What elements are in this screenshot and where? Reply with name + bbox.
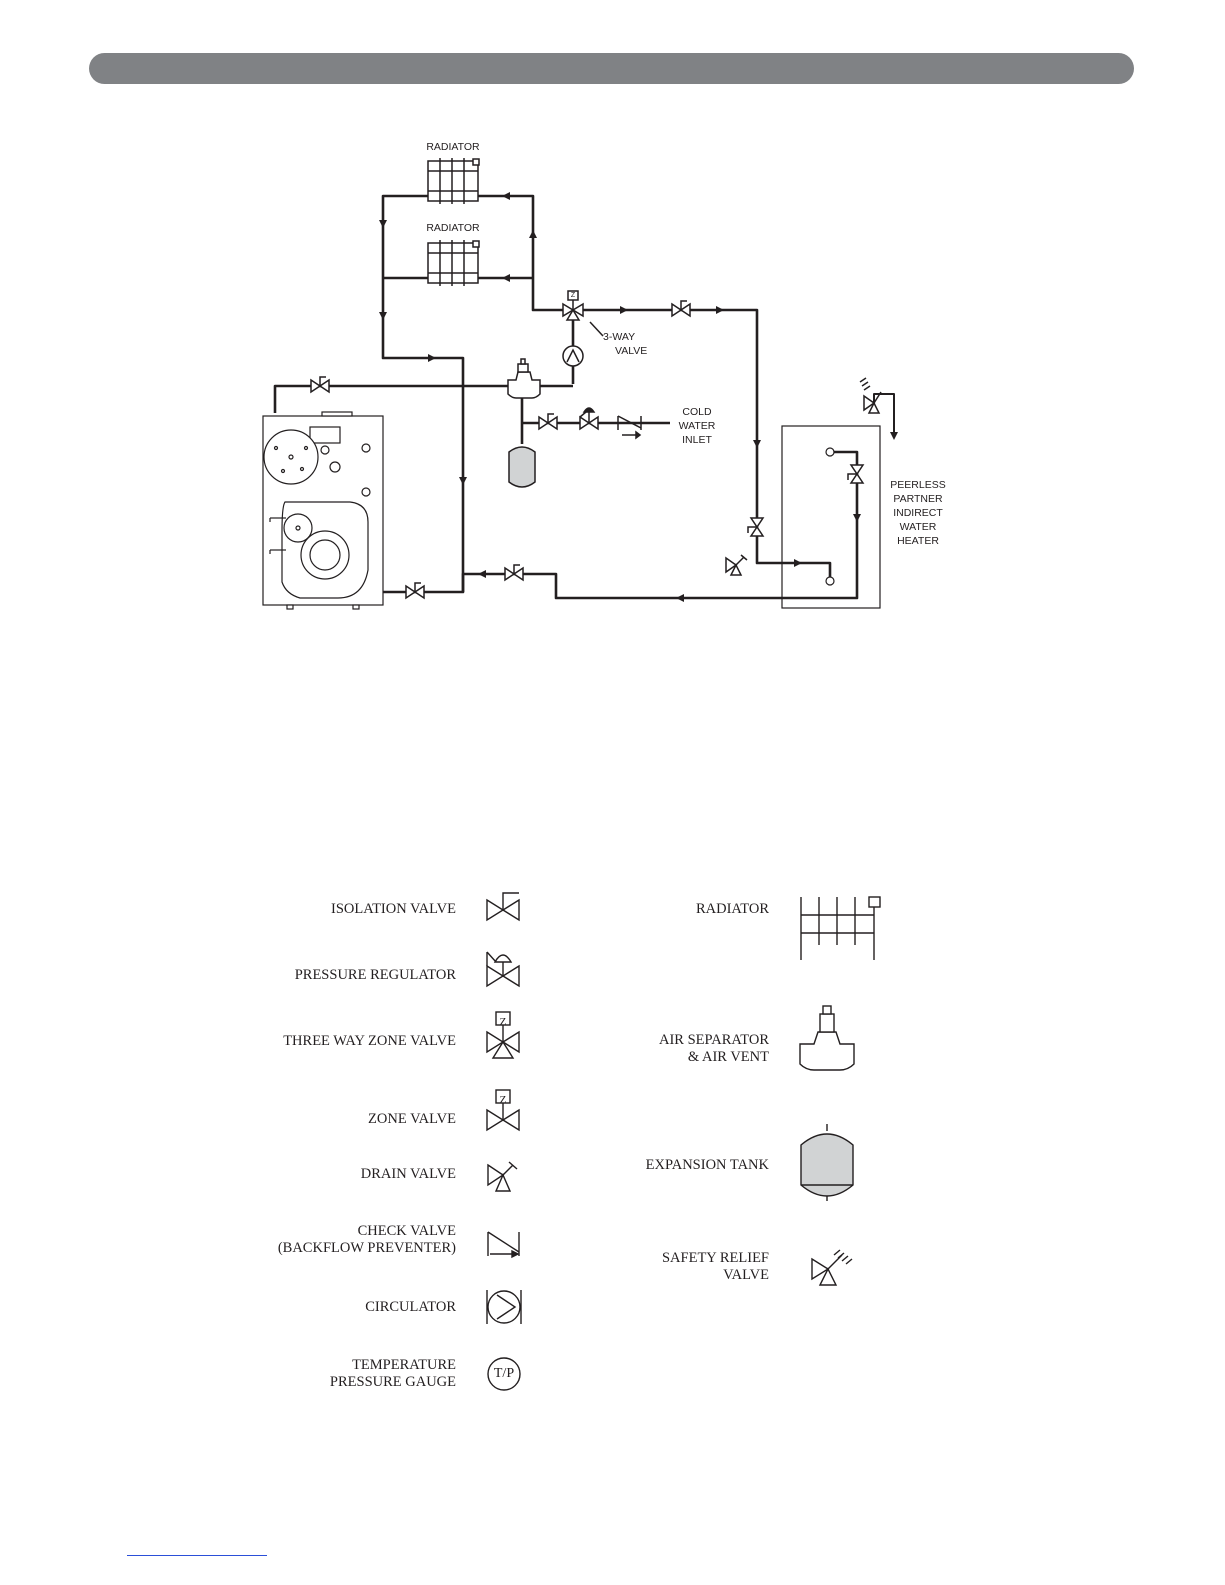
boiler-supply-pipe xyxy=(273,384,514,413)
legend-isolation-valve-label: ISOLATION VALVE xyxy=(330,901,456,917)
return-pipe-radiators xyxy=(381,194,465,592)
cold-water-inlet-label: COLD WATER INLET xyxy=(672,405,722,447)
radiator-top xyxy=(427,158,480,204)
air-separator-symbol xyxy=(507,358,541,399)
legend-zone-valve-z: Z xyxy=(499,1094,507,1106)
legend-check-valve-line-2: (BACKFLOW PREVENTER) xyxy=(277,1240,456,1256)
legend-safety-relief-line-1: SAFETY RELIEF xyxy=(661,1250,769,1266)
piping-diagram xyxy=(262,158,898,610)
water-heater-label-line-4: WATER xyxy=(899,521,937,533)
cold-water-inlet-line-3: INLET xyxy=(682,434,712,446)
legend-tp-gauge-label: TEMPERATURE PRESSURE GAUGE xyxy=(330,1357,456,1391)
relief-discharge-pipe xyxy=(873,393,895,437)
three-way-valve-label-line-2: VALVE xyxy=(615,345,648,357)
water-heater-label-line-1: PEERLESS xyxy=(890,479,946,491)
three-way-valve-label-line-1: 3-WAY xyxy=(603,331,636,343)
flow-arrows xyxy=(379,192,898,602)
indirect-water-heater xyxy=(781,425,881,609)
legend-air-separator-icon xyxy=(799,1005,855,1071)
three-way-valve-label: 3-WAY VALVE xyxy=(603,330,663,358)
legend-safety-relief-line-2: VALVE xyxy=(723,1267,769,1283)
legend-drain-valve-label: DRAIN VALVE xyxy=(360,1166,456,1182)
heater-supply-pipe xyxy=(580,308,832,578)
boiler-return-pipe xyxy=(382,462,859,600)
legend-tp-text: T/P xyxy=(493,1366,515,1381)
legend-tp-gauge-line-2: PRESSURE GAUGE xyxy=(329,1374,456,1390)
footer-link-underline[interactable] xyxy=(127,1555,267,1556)
legend-expansion-tank-icon xyxy=(800,1124,854,1201)
legend-check-valve-label: CHECK VALVE (BACKFLOW PREVENTER) xyxy=(278,1223,456,1257)
radiator-top-label: RADIATOR xyxy=(426,141,480,153)
legend-check-valve-icon xyxy=(487,1231,520,1259)
circulator-symbol xyxy=(562,345,584,367)
expansion-tank-symbol xyxy=(508,446,536,488)
legend-air-separator-line-1: AIR SEPARATOR xyxy=(659,1032,769,1048)
radiator-bottom xyxy=(427,240,480,286)
three-way-valve-z: Z xyxy=(570,292,576,299)
legend-circulator-label: CIRCULATOR xyxy=(365,1299,456,1315)
water-heater-label-line-3: INDIRECT xyxy=(893,507,943,519)
legend-air-separator-line-2: & AIR VENT xyxy=(687,1049,769,1065)
water-heater-label: PEERLESS PARTNER INDIRECT WATER HEATER xyxy=(883,478,953,548)
header-bar xyxy=(89,53,1134,84)
water-heater-label-line-5: HEATER xyxy=(897,535,939,547)
cold-water-inlet-line-2: WATER xyxy=(678,420,716,432)
legend-isolation-valve-icon xyxy=(486,892,520,922)
legend-zone-valve-label: ZONE VALVE xyxy=(368,1111,456,1127)
legend-circulator-icon xyxy=(486,1290,522,1324)
legend-tp-gauge-line-1: TEMPERATURE xyxy=(352,1357,456,1373)
legend-air-separator-label: AIR SEPARATOR & AIR VENT xyxy=(659,1032,769,1066)
legend-three-way-z: Z xyxy=(499,1016,507,1028)
legend-radiator-icon xyxy=(800,896,881,960)
supply-pipe-riser xyxy=(478,194,568,312)
diagram-safety-relief-valve xyxy=(859,377,882,414)
diagram-drain-valve xyxy=(725,554,748,576)
three-way-zone-valve-symbol xyxy=(562,290,604,337)
heater-coil-top xyxy=(830,450,859,462)
legend-safety-relief-valve-label: SAFETY RELIEF VALVE xyxy=(662,1250,769,1284)
diagram-check-valve xyxy=(617,415,642,440)
legend-pressure-regulator-label: PRESSURE REGULATOR xyxy=(294,967,456,983)
legend-three-way-zone-valve-label: THREE WAY ZONE VALVE xyxy=(283,1033,456,1049)
diagram-isolation-valves xyxy=(310,300,865,600)
legend-safety-relief-valve-icon xyxy=(811,1249,853,1286)
legend-check-valve-line-1: CHECK VALVE xyxy=(357,1223,456,1239)
boiler xyxy=(262,411,384,610)
cold-water-inlet-line-1: COLD xyxy=(682,406,712,418)
diagram-pressure-regulator xyxy=(579,407,599,431)
legend-pressure-regulator-icon xyxy=(486,951,520,988)
legend-drain-valve-icon xyxy=(487,1161,518,1192)
radiator-bottom-label: RADIATOR xyxy=(426,222,480,234)
legend-expansion-tank-label: EXPANSION TANK xyxy=(645,1157,769,1173)
legend-radiator-label: RADIATOR xyxy=(695,901,769,917)
water-heater-label-line-2: PARTNER xyxy=(893,493,943,505)
